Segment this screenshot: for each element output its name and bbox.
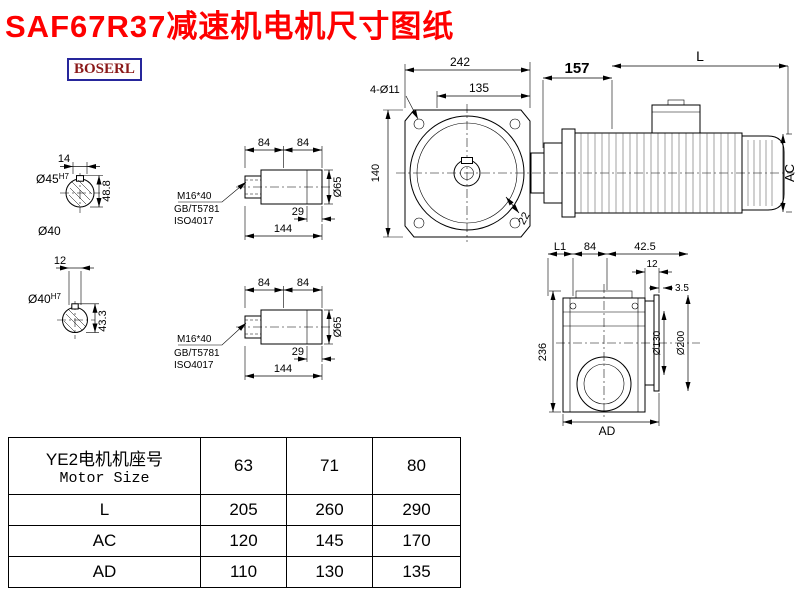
value-L-63: 205 <box>200 494 287 526</box>
dim-84: 84 <box>584 241 596 253</box>
dim-236: 236 <box>537 343 549 361</box>
dim-dia-65: Ø65 <box>332 317 344 338</box>
table-row-AD: AD 110 130 135 <box>8 556 461 588</box>
motor-size-header-cn: YE2电机机座号 <box>45 450 164 469</box>
gearbox-front-view: 242 135 4-Ø11 140 22 157 L <box>370 48 797 242</box>
dim-22: 22 <box>516 210 532 226</box>
dim-135: 135 <box>469 81 489 95</box>
label-thread-spec: M16*40 <box>177 191 212 202</box>
dim-84-a: 84 <box>258 277 270 289</box>
frame-size-71: 71 <box>286 437 373 495</box>
value-AD-71: 130 <box>286 556 373 588</box>
label-thread-spec: M16*40 <box>177 334 212 345</box>
table-row-AC: AC 120 145 170 <box>8 525 461 557</box>
label-standard-iso: ISO4017 <box>174 360 214 371</box>
dim-144: 144 <box>274 363 292 375</box>
value-AC-63: 120 <box>200 525 287 557</box>
dim-144: 144 <box>274 223 292 235</box>
dim-84-b: 84 <box>297 277 309 289</box>
shaft-end-view-bottom: 12 Ø40H7 43.3 <box>28 255 109 339</box>
dim-140: 140 <box>370 164 382 182</box>
dim-12: 12 <box>646 259 658 270</box>
label-standard-iso: ISO4017 <box>174 216 214 227</box>
dim-157: 157 <box>564 60 589 77</box>
motor-shaft-detail-top: 84 84 29 144 Ø65 M16*40 GB/T5781 ISO4017 <box>174 137 344 240</box>
dim-242: 242 <box>450 55 470 69</box>
dim-3-5: 3.5 <box>675 283 689 294</box>
value-L-71: 260 <box>286 494 373 526</box>
row-label-AD: AD <box>8 556 201 588</box>
dim-shaft-dia-top: Ø45H7 <box>36 172 69 186</box>
dim-AC: AC <box>782 164 797 182</box>
page-title: SAF67R37减速机电机尺寸图纸 <box>5 9 455 44</box>
value-AC-71: 145 <box>286 525 373 557</box>
table-row-L: L 205 260 290 <box>8 494 461 526</box>
dim-29: 29 <box>292 346 304 358</box>
frame-size-80: 80 <box>372 437 461 495</box>
dim-dia-200: Ø200 <box>676 330 687 355</box>
label-standard-gb: GB/T5781 <box>174 204 220 215</box>
gearbox-side-view: L1 84 42.5 12 3.5 Ø130 Ø200 236 AD <box>537 241 700 438</box>
value-AD-80: 135 <box>372 556 461 588</box>
dim-shaft-dia2-top: Ø40 <box>38 224 61 238</box>
row-label-AC: AC <box>8 525 201 557</box>
dim-84-a: 84 <box>258 137 270 149</box>
dim-84-b: 84 <box>297 137 309 149</box>
dim-L1: L1 <box>554 241 566 253</box>
dim-AD: AD <box>599 424 616 438</box>
motor-size-header-cell: YE2电机机座号 Motor Size <box>8 437 201 495</box>
value-AD-63: 110 <box>200 556 287 588</box>
boserl-logo: BOSERL <box>67 58 142 81</box>
dim-dia-130: Ø130 <box>652 330 663 355</box>
label-standard-gb: GB/T5781 <box>174 348 220 359</box>
dim-dia-65: Ø65 <box>332 177 344 198</box>
boserl-logo-text: BOSERL <box>74 61 135 77</box>
motor-dimension-table: YE2电机机座号 Motor Size 63 71 80 L 205 260 2… <box>8 437 461 588</box>
dim-L: L <box>696 48 704 64</box>
motor-shaft-detail-bottom: 84 84 29 144 Ø65 M16*40 GB/T5781 ISO4017 <box>174 277 344 380</box>
dia-value: Ø45 <box>36 172 59 186</box>
frame-size-63: 63 <box>200 437 287 495</box>
dim-key-width-top: 14 <box>58 153 70 165</box>
shaft-end-view-top: 14 Ø45H7 48.8 Ø40 <box>36 153 113 238</box>
label-bolt-holes: 4-Ø11 <box>370 84 400 96</box>
dim-shaft-dia-bottom: Ø40H7 <box>28 292 61 306</box>
dim-key-width-bottom: 12 <box>54 255 66 267</box>
dim-key-height-bottom: 43.3 <box>97 310 109 331</box>
dim-29: 29 <box>292 206 304 218</box>
dia-tolerance: H7 <box>59 172 70 181</box>
dia-value: Ø40 <box>28 292 51 306</box>
dim-42-5: 42.5 <box>634 241 655 253</box>
motor-size-header-en: Motor Size <box>59 470 150 487</box>
value-AC-80: 170 <box>372 525 461 557</box>
table-header-row: YE2电机机座号 Motor Size 63 71 80 <box>8 437 461 495</box>
dim-key-height-top: 48.8 <box>101 180 113 201</box>
dia-tolerance: H7 <box>51 292 62 301</box>
row-label-L: L <box>8 494 201 526</box>
value-L-80: 290 <box>372 494 461 526</box>
